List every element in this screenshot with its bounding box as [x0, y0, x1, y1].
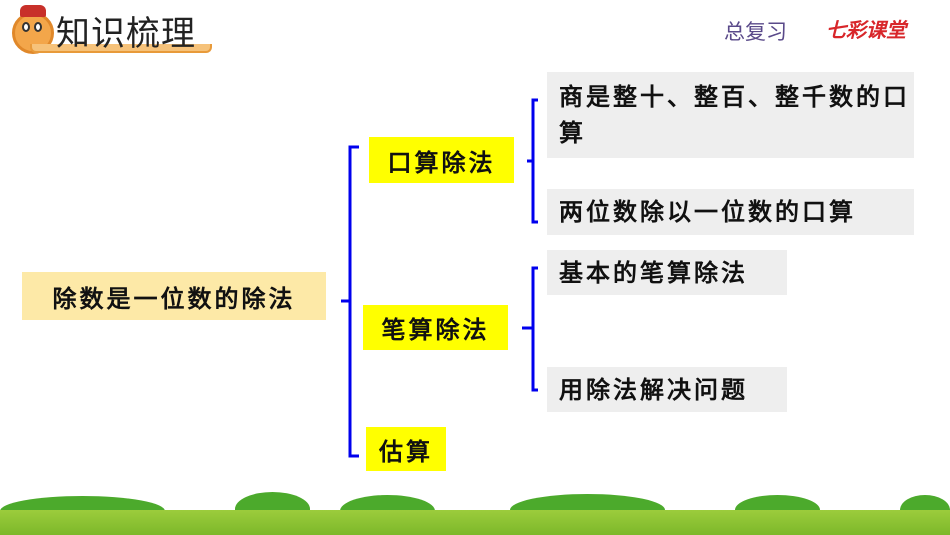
- list-item: 基本的笔算除法: [547, 250, 787, 295]
- brace-oral: [527, 98, 538, 224]
- eye-icon: [34, 22, 42, 32]
- branch-oral-division: 口算除法: [369, 137, 514, 183]
- root-node: 除数是一位数的除法: [22, 272, 326, 320]
- brand-text: 七彩课堂: [826, 18, 906, 42]
- list-item: 用除法解决问题: [547, 367, 787, 412]
- title-underline: [30, 44, 212, 53]
- brand-logo: 七彩课堂: [826, 14, 906, 43]
- list-item: 商是整十、整百、整千数的口算: [547, 72, 914, 158]
- grass-ground: [0, 510, 950, 535]
- page-title: 知识梳理: [56, 14, 196, 54]
- list-item: 两位数除以一位数的口算: [547, 189, 914, 235]
- branch-written-division: 笔算除法: [363, 305, 508, 350]
- section-label: 总复习: [724, 20, 787, 44]
- crown-icon: [20, 5, 46, 17]
- brace-written: [522, 266, 538, 392]
- main-brace: [341, 145, 359, 458]
- eye-icon: [22, 22, 30, 32]
- branch-estimation: 估算: [366, 427, 446, 471]
